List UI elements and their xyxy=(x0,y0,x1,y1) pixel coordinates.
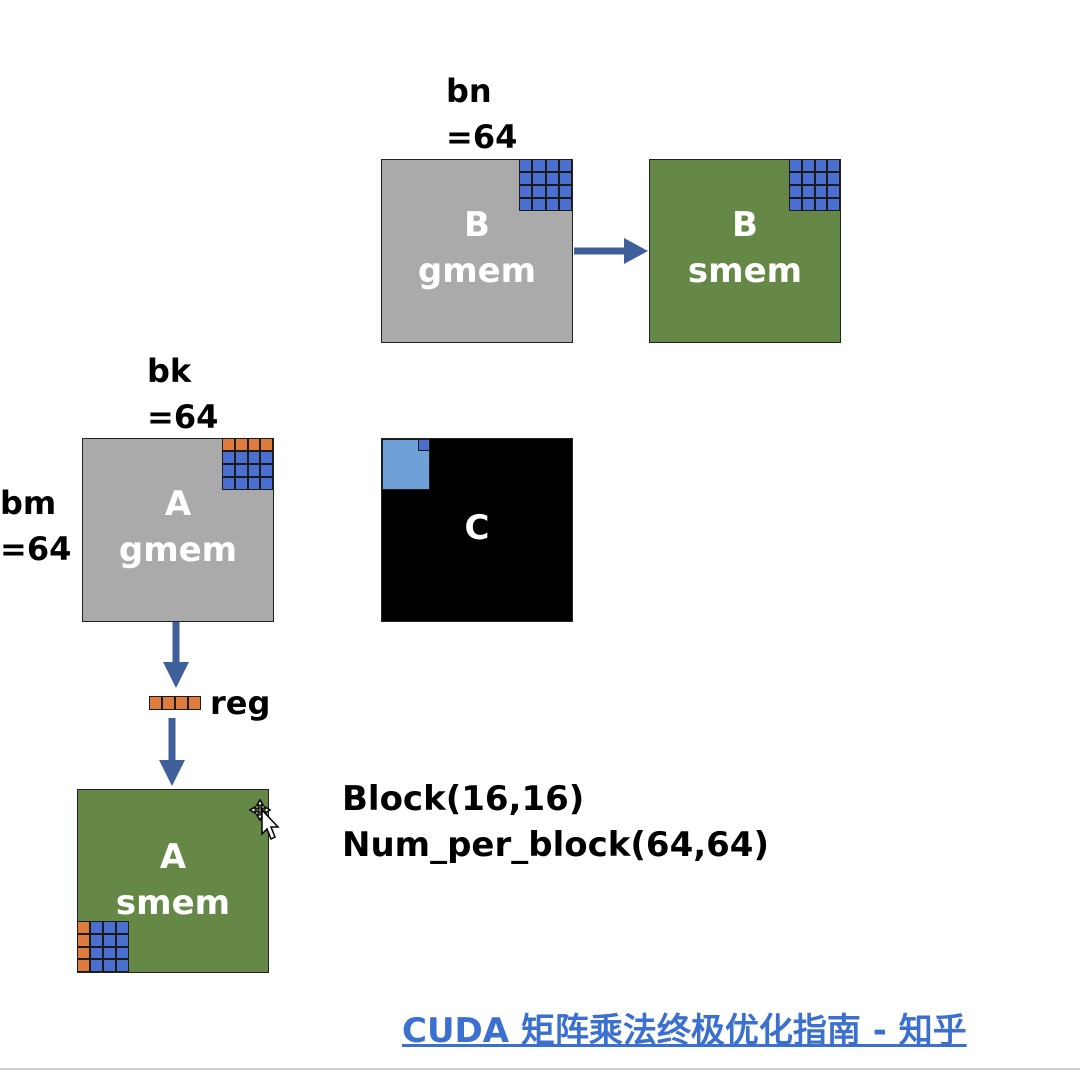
tile-cell xyxy=(532,172,546,185)
tile-cell xyxy=(789,185,802,198)
tile-cell xyxy=(519,159,533,172)
a-smem-tile xyxy=(77,921,129,972)
b-gmem-tile xyxy=(519,159,572,211)
tile-cell xyxy=(789,198,802,211)
tile-cell xyxy=(116,933,129,947)
a-gmem-label-1: A xyxy=(164,484,192,524)
tile-cell xyxy=(801,159,815,172)
tile-cell xyxy=(558,198,572,211)
tile-cell xyxy=(532,185,546,198)
b-gmem-label-1: B xyxy=(464,205,490,245)
tile-cell xyxy=(77,921,90,934)
tile-cell xyxy=(162,696,175,710)
tile-cell xyxy=(234,451,248,464)
block-config-text: Block(16,16) xyxy=(342,779,585,819)
tile-cell xyxy=(260,438,273,451)
tile-cell xyxy=(90,959,103,972)
tile-cell xyxy=(558,185,572,198)
tile-cell xyxy=(234,464,248,477)
tile-cell xyxy=(519,172,533,185)
tile-cell xyxy=(260,451,273,464)
tile-cell xyxy=(801,198,815,211)
tile-cell xyxy=(234,477,248,490)
tile-cell xyxy=(260,477,273,490)
tile-cell xyxy=(116,946,129,960)
tile-cell xyxy=(545,172,559,185)
b-gmem-label-2: gmem xyxy=(417,251,537,291)
footer-link[interactable]: CUDA 矩阵乘法终极优化指南 - 知乎 xyxy=(402,1011,967,1051)
bk-label: bk =64 xyxy=(147,352,219,436)
tile-cell xyxy=(789,159,802,172)
tile-cell xyxy=(827,198,840,211)
tile-cell xyxy=(801,185,815,198)
tile-cell xyxy=(222,438,235,451)
tile-cell xyxy=(234,438,248,451)
tile-cell xyxy=(814,159,828,172)
tile-cell xyxy=(103,921,116,934)
reg-label: reg xyxy=(210,684,271,722)
c-tile-small xyxy=(418,439,430,451)
tile-cell xyxy=(77,959,90,972)
b-smem-label-1: B xyxy=(732,205,758,245)
tile-cell xyxy=(558,159,572,172)
tile-cell xyxy=(260,464,273,477)
tile-cell xyxy=(827,159,840,172)
tile-cell xyxy=(222,464,235,477)
tile-cell xyxy=(814,185,828,198)
a-gmem-label-2: gmem xyxy=(118,530,238,570)
tile-cell xyxy=(77,946,90,960)
tile-cell xyxy=(814,172,828,185)
tile-cell xyxy=(90,921,103,934)
bottom-divider xyxy=(0,1068,1080,1070)
tile-cell xyxy=(801,172,815,185)
tile-cell xyxy=(149,696,162,710)
tile-cell xyxy=(247,438,261,451)
tile-cell xyxy=(827,172,840,185)
tile-cell xyxy=(188,696,201,710)
move-cursor-icon xyxy=(248,798,280,841)
tile-cell xyxy=(519,198,533,211)
tile-cell xyxy=(103,933,116,947)
tile-cell xyxy=(532,198,546,211)
tile-cell xyxy=(103,959,116,972)
a-smem-label-2: smem xyxy=(115,883,231,923)
tile-cell xyxy=(789,172,802,185)
tile-cell xyxy=(90,933,103,947)
tile-cell xyxy=(532,159,546,172)
tile-cell xyxy=(814,198,828,211)
arrow-a-gmem-to-reg xyxy=(163,622,189,688)
tile-cell xyxy=(247,477,261,490)
tile-cell xyxy=(175,696,188,710)
reg-tile xyxy=(149,696,201,710)
tile-cell xyxy=(545,198,559,211)
tile-cell xyxy=(90,946,103,960)
b-smem-label-2: smem xyxy=(687,251,803,291)
tile-cell xyxy=(103,946,116,960)
tile-cell xyxy=(222,451,235,464)
tile-cell xyxy=(77,933,90,947)
tile-cell xyxy=(545,159,559,172)
tile-cell xyxy=(545,185,559,198)
tile-cell xyxy=(247,464,261,477)
tile-cell xyxy=(222,477,235,490)
a-gmem-tile xyxy=(222,438,273,490)
tile-cell xyxy=(558,172,572,185)
tile-cell xyxy=(519,185,533,198)
num-per-block-text: Num_per_block(64,64) xyxy=(342,825,769,865)
arrow-reg-to-a-smem xyxy=(159,718,185,786)
tile-cell xyxy=(116,921,129,934)
tile-cell xyxy=(116,959,129,972)
a-smem-label-1: A xyxy=(159,837,187,877)
c-matrix-label: C xyxy=(464,508,490,548)
bm-label: bm =64 xyxy=(0,484,72,568)
arrow-b-gmem-to-smem xyxy=(574,238,648,264)
bn-label: bn =64 xyxy=(446,72,518,156)
tile-cell xyxy=(247,451,261,464)
tile-cell xyxy=(827,185,840,198)
b-smem-tile xyxy=(789,159,840,211)
